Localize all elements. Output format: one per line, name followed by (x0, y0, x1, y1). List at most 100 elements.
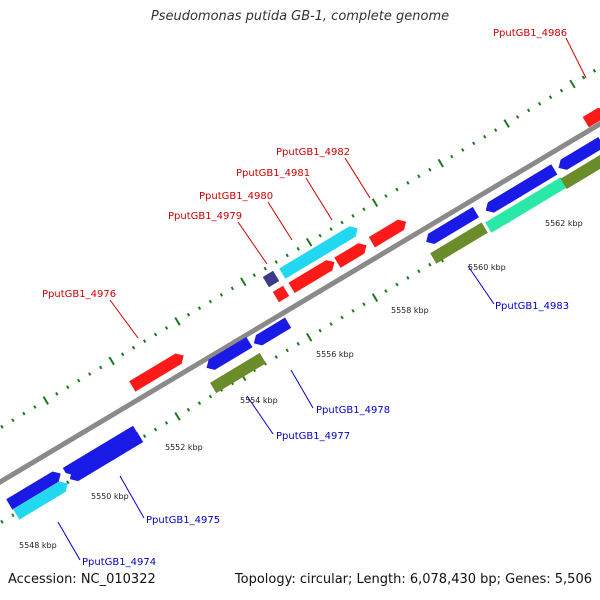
minor-tick (66, 480, 70, 485)
callout-line-4979 (237, 221, 268, 265)
minor-tick (186, 312, 191, 317)
gene-label-4983[interactable]: PputGB1_4983 (495, 301, 569, 312)
scale-labels: 5548 kbp 5550 kbp 5552 kbp 5554 kbp 5556… (19, 219, 583, 550)
callout-line-4974 (57, 521, 81, 561)
genome-backbone (0, 121, 600, 485)
minor-tick (384, 194, 388, 198)
scale-label: 5554 kbp (240, 396, 278, 405)
scale-label: 5550 kbp (91, 492, 129, 501)
minor-tick (153, 427, 158, 432)
minor-tick (417, 269, 421, 274)
gene-arrow[interactable] (210, 352, 266, 394)
gene-arrow[interactable] (582, 105, 600, 128)
minor-tick (340, 220, 344, 225)
minor-tick (406, 181, 410, 185)
minor-tick (88, 372, 92, 376)
minor-tick (274, 355, 278, 359)
minor-tick (33, 405, 37, 409)
gene-label-4977[interactable]: PputGB1_4977 (276, 431, 350, 442)
minor-tick (581, 75, 586, 80)
map-title: Pseudomonas putida GB-1, complete genome (150, 9, 450, 24)
gene-arrow[interactable] (288, 257, 337, 294)
callout-line-4986 (565, 37, 587, 79)
major-tick (371, 198, 379, 208)
minor-tick (219, 293, 224, 297)
minor-tick (285, 348, 289, 353)
gene-arrow[interactable] (6, 468, 64, 510)
minor-tick (99, 365, 103, 370)
gene-arrow[interactable] (430, 222, 488, 264)
gene-label-4974[interactable]: PputGB1_4974 (82, 557, 156, 568)
minor-tick (493, 128, 498, 133)
scale-label: 5558 kbp (391, 306, 429, 315)
minor-tick (164, 326, 169, 330)
gene-label-4982[interactable]: PputGB1_4982 (276, 147, 350, 158)
gene-label-4979[interactable]: PputGB1_4979 (168, 211, 242, 222)
gene-label-4980[interactable]: PputGB1_4980 (199, 191, 273, 202)
gene-arrow[interactable] (203, 336, 253, 373)
gene-arrow[interactable] (272, 285, 290, 303)
scale-label: 5556 kbp (316, 350, 354, 359)
gene-label-4976[interactable]: PputGB1_4976 (42, 289, 116, 300)
accession-text: Accession: NC_010322 (8, 572, 156, 587)
gene-arrow[interactable] (129, 350, 187, 392)
minor-tick (483, 134, 487, 139)
minor-tick (395, 282, 399, 287)
scale-label: 5562 kbp (545, 219, 583, 228)
gene-arrow[interactable] (555, 136, 600, 173)
gene-arrow[interactable] (279, 223, 361, 279)
minor-tick (515, 115, 520, 119)
callout-lines (57, 37, 587, 561)
gene-arrow[interactable] (368, 217, 409, 248)
gene-label-4975[interactable]: PputGB1_4975 (146, 515, 220, 526)
gene-label-4986[interactable]: PputGB1_4986 (493, 28, 567, 39)
gene-arrow[interactable] (560, 152, 600, 190)
major-tick (305, 332, 313, 342)
minor-tick (77, 378, 81, 383)
minor-tick (428, 167, 432, 172)
minor-tick (22, 411, 26, 416)
minor-tick (296, 246, 300, 251)
minor-tick (186, 407, 191, 412)
callout-line-4975 (119, 475, 145, 519)
minor-tick (274, 260, 278, 264)
gene-arrow[interactable] (67, 431, 144, 485)
gene-arrow[interactable] (13, 478, 71, 520)
minor-tick (329, 227, 333, 231)
minor-tick (329, 322, 333, 326)
major-tick (174, 411, 181, 421)
gene-arrow[interactable] (251, 317, 292, 349)
minor-tick (351, 308, 355, 313)
minor-tick (66, 385, 70, 390)
minor-tick (197, 306, 202, 311)
scale-label: 5548 kbp (19, 541, 57, 550)
minor-tick (362, 207, 366, 212)
gene-arrow[interactable] (334, 240, 369, 268)
gene-arrow[interactable] (262, 270, 280, 288)
minor-tick (263, 266, 267, 271)
minor-tick (384, 289, 388, 293)
minor-tick (395, 187, 399, 192)
major-tick (569, 79, 576, 89)
genome-summary-text: Topology: circular; Length: 6,078,430 bp… (234, 572, 592, 587)
major-tick (42, 396, 49, 405)
gene-arrow[interactable] (62, 425, 140, 479)
major-tick (503, 119, 510, 128)
gene-arrow[interactable] (483, 164, 558, 215)
minor-tick (340, 315, 344, 320)
minor-tick (537, 101, 542, 106)
gene-label-4981[interactable]: PputGB1_4981 (236, 168, 310, 179)
minor-tick (11, 513, 15, 518)
major-tick (437, 158, 444, 168)
gene-arrow[interactable] (423, 206, 479, 247)
minor-tick (351, 213, 355, 218)
gene-arrow[interactable] (485, 177, 567, 233)
gene-label-4978[interactable]: PputGB1_4978 (316, 405, 390, 416)
minor-tick (548, 95, 553, 100)
minor-tick (164, 421, 169, 425)
minor-tick (362, 302, 366, 307)
minor-tick (120, 352, 125, 357)
major-tick (371, 293, 379, 303)
